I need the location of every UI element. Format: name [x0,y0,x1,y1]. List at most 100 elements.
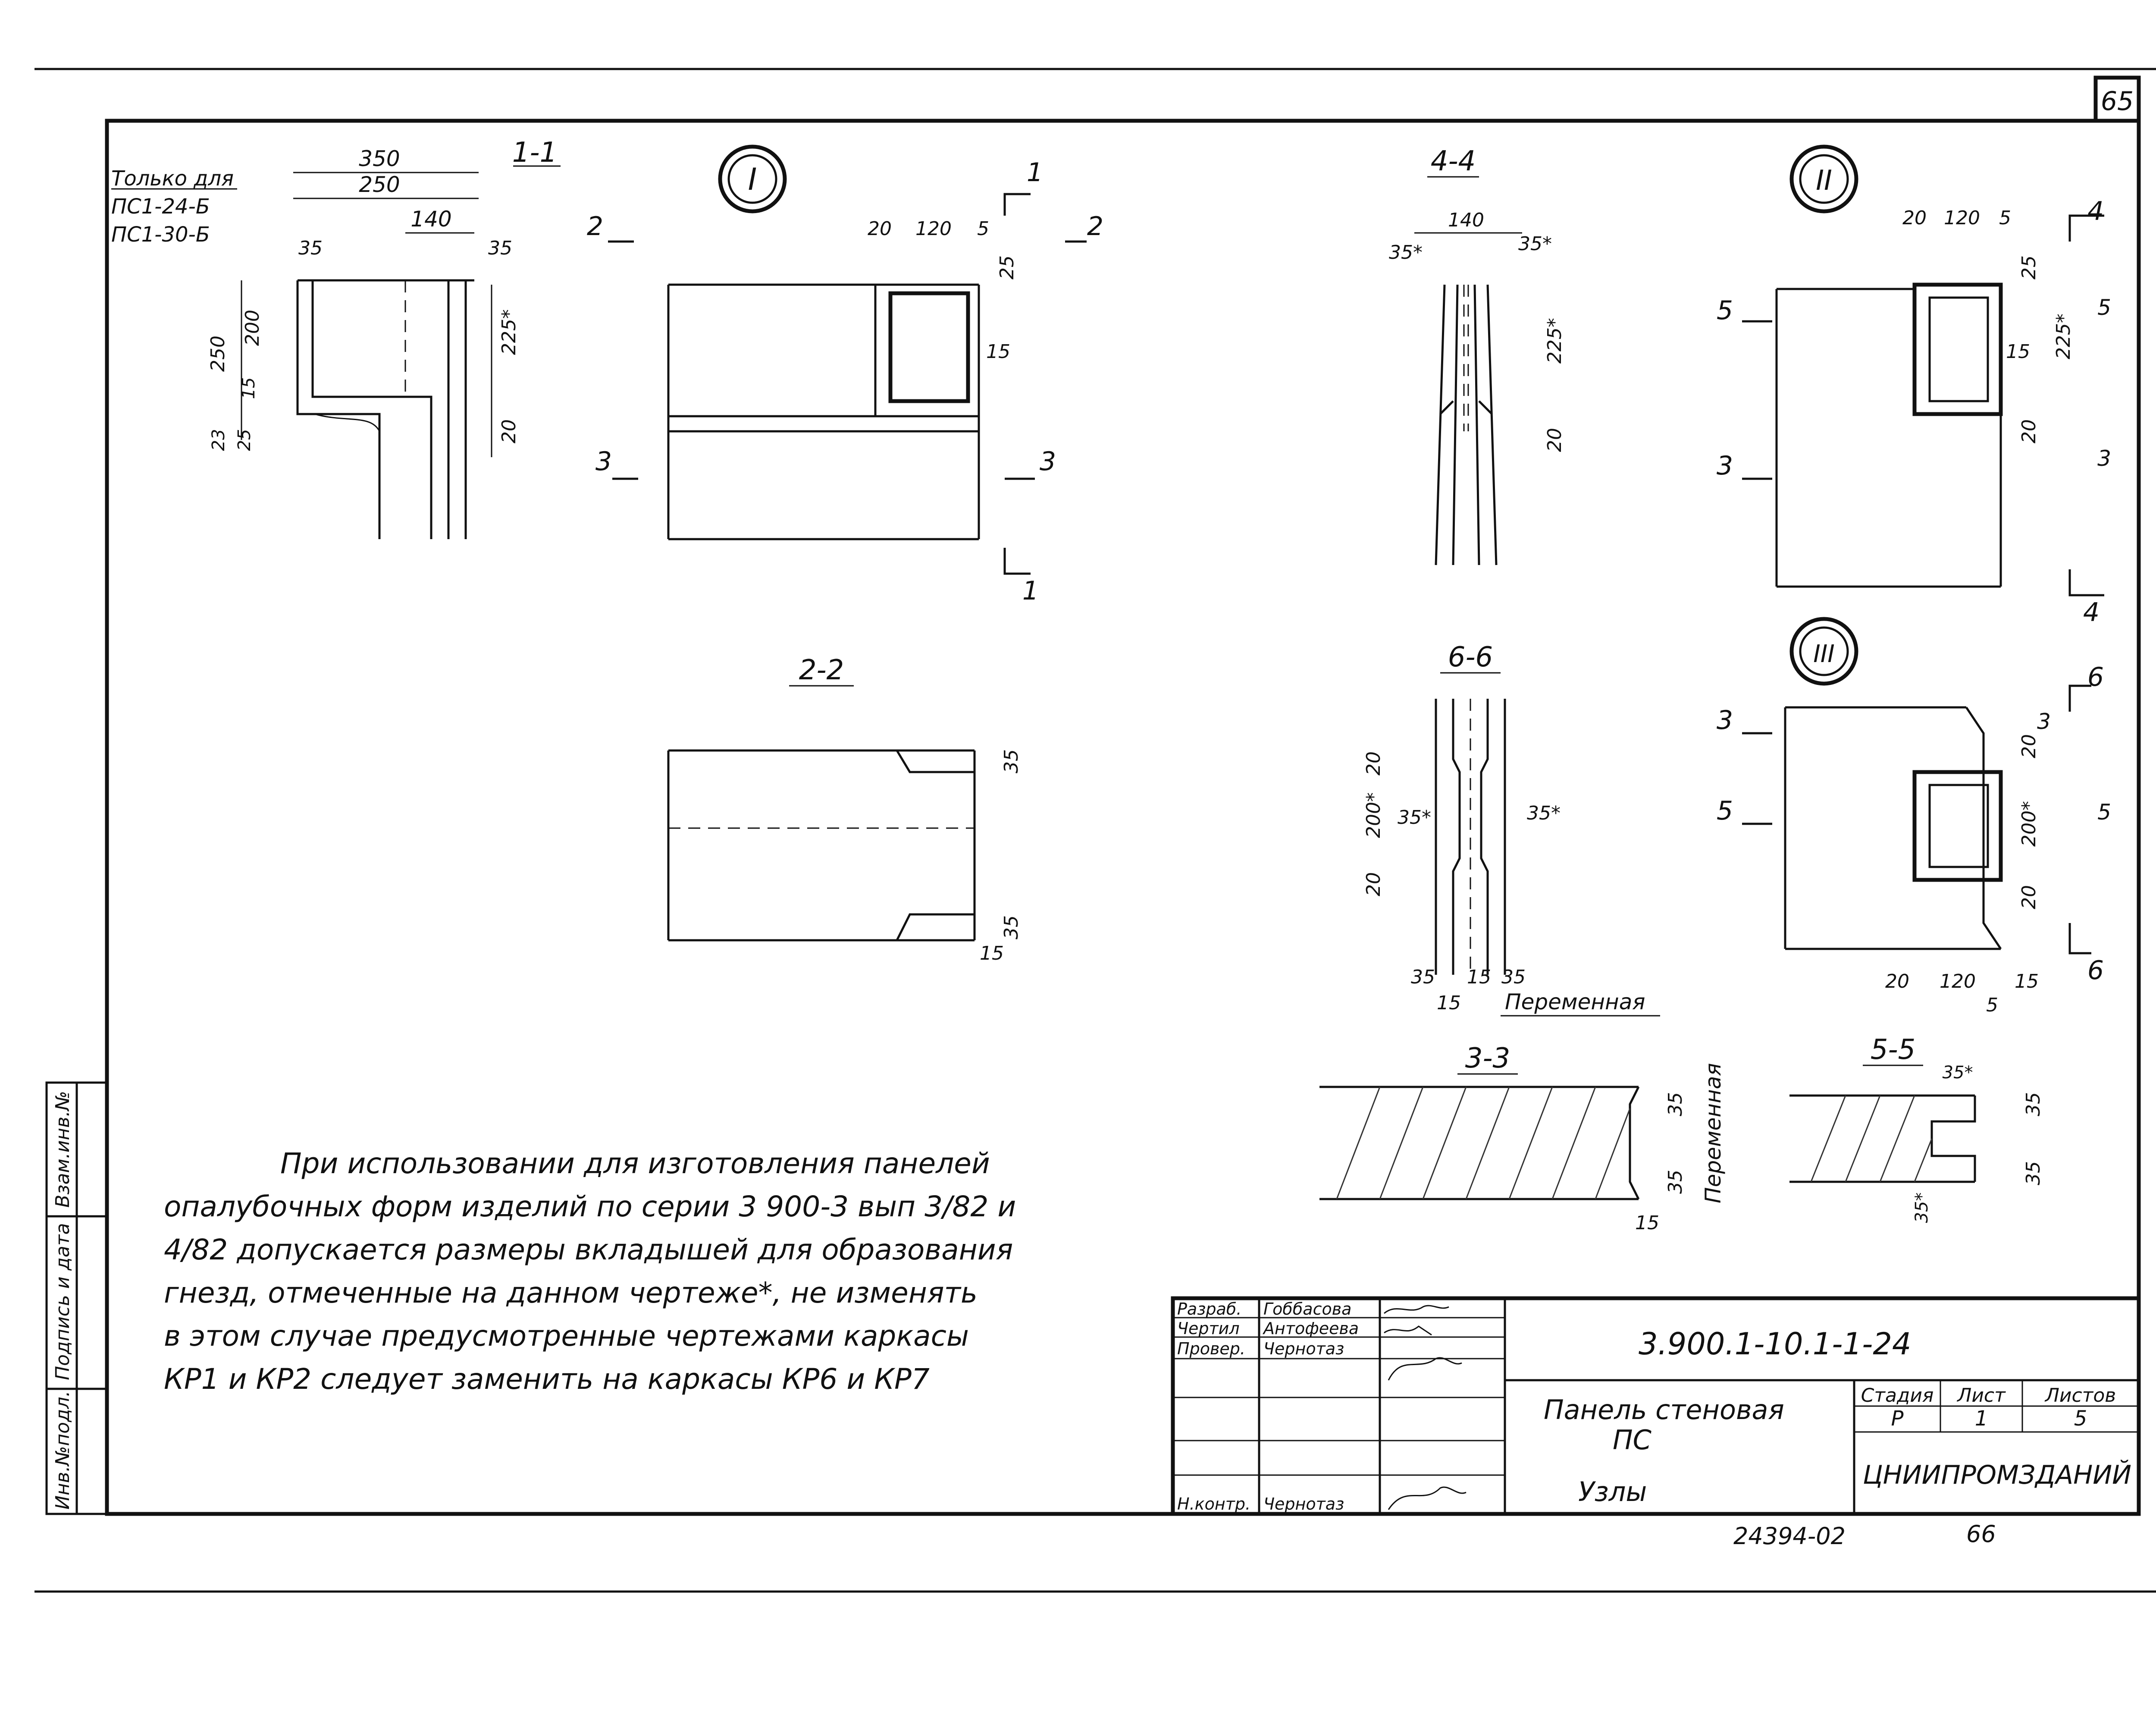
name-drafter: Антофеева [1262,1319,1359,1338]
dim-250-vert: 250 [207,336,229,372]
doc-title-line-1: Панель стеновая [1544,1394,1784,1425]
dim-15-node-II: 15 [2006,341,2030,363]
note-line-5: в этом случае предусмотренные чертежами … [164,1319,969,1353]
cut-3-left: 3 [595,446,612,477]
cut-3-right: 3 [1040,446,1056,477]
name-developer: Гоббасова [1263,1300,1351,1319]
dim-350: 350 [359,146,400,171]
cut-5-III-right: 5 [2097,800,2111,825]
general-note: При использовании для изготовления панел… [164,1147,1016,1396]
dim-35s-4-4-right: 35* [1518,233,1552,255]
section-1-1: 1-1 Только для ПС1-24-Б ПС1-30-Б 350 250… [111,137,561,539]
dim-120-node-I: 120 [915,218,952,240]
footer-page-number: 66 [1966,1520,1996,1548]
dim-23: 23 [209,429,229,451]
dim-15-vert: 15 [239,377,259,399]
node-I-circle [718,144,787,214]
dim-35-5-5-top: 35 [2022,1092,2044,1116]
cut-3-III-left: 3 [1717,705,1733,735]
note-ps1-30: ПС1-30-Б [111,223,210,247]
doc-title-line-2: ПС [1613,1424,1652,1456]
sheet-label: Лист [1956,1385,2006,1407]
dim-15-6-6: 15 [1467,966,1491,988]
node-III-label: III [1813,640,1835,668]
section-6-6: 6-6 20 200* 20 35* 35* 35 15 35 15 Перем… [1363,641,1660,1017]
cut-1-bottom: 1 [1022,576,1039,606]
note-only-for: Только для [111,166,234,191]
dim-20: 20 [498,419,520,443]
dim-20-III-h: 20 [1885,970,1909,992]
section-3-3-label: 3-3 [1465,1042,1510,1074]
dim-5-III: 5 [1986,994,1998,1016]
dim-5-node-II: 5 [1999,207,2011,229]
role-developer: Разраб. [1177,1300,1241,1319]
variable-label: Переменная [1505,989,1645,1014]
cut-1-top: 1 [1027,157,1043,188]
stage-value: Р [1891,1407,1904,1431]
dim-35s-5-5-bottom: 35* [1912,1193,1932,1223]
stage-label: Стадия [1861,1385,1934,1407]
signature-3 [1388,1357,1462,1381]
dim-200-vert: 200 [241,310,263,346]
signature-4 [1388,1486,1467,1510]
node-II-label: II [1816,165,1832,197]
sheets-value: 5 [2074,1407,2087,1431]
sheets-label: Листов [2044,1385,2116,1407]
dim-20-III-top: 20 [2018,734,2040,758]
name-norm-control: Чернотаз [1263,1495,1344,1513]
variable-label-3-3: Переменная [1701,1063,1726,1203]
dim-200s-6-6: 200* [1363,792,1385,838]
dim-25-vert: 25 [235,429,254,451]
cut-6-bottom: 6 [2087,955,2104,986]
dim-25-node-II: 25 [2018,255,2040,279]
dim-5-node-I: 5 [977,218,989,240]
dim-20-III-bottom: 20 [2018,885,2040,909]
strip-replace-inv: Взам.инв.№ [52,1091,74,1208]
role-norm-control: Н.контр. [1177,1495,1250,1513]
dim-20-node-I: 20 [868,218,892,240]
dim-15-2-2: 15 [980,942,1004,964]
dim-15-6-6-b: 15 [1437,992,1461,1014]
node-I-label: I [748,162,757,197]
dim-20-6-6-bottom: 20 [1363,872,1385,896]
section-2-2-label: 2-2 [799,654,844,686]
dim-20-node-II: 20 [1902,207,1927,229]
section-6-6-label: 6-6 [1448,641,1493,673]
note-line-4: гнезд, отмеченные на данном чертеже*, не… [164,1276,978,1309]
dim-225s-node-II: 225* [2053,314,2075,359]
dim-35s-4-4-left: 35* [1389,242,1423,264]
note-line-3: 4/82 допускается размеры вкладышей для о… [164,1233,1013,1266]
cut-4-top: 4 [2087,196,2104,226]
role-checker: Провер. [1177,1339,1245,1358]
left-side-strip: Инв.№подл. Подпись и дата Взам.инв.№ [45,1081,108,1515]
dim-35-6-6-a: 35 [1411,966,1435,988]
dim-120-III: 120 [1940,970,1976,992]
node-III: III 6 6 3 5 3 5 20 200* 20 20 120 15 5 [1717,617,2111,1016]
role-drafter: Чертил [1177,1319,1240,1338]
archive-number: 24394-02 [1733,1523,1846,1550]
doc-code: 3.900.1-10.1-1-24 [1639,1326,1911,1362]
node-I: I 2 2 1 1 3 3 20 120 5 25 15 [587,144,1103,606]
note-ps1-24: ПС1-24-Б [111,195,210,219]
dim-120-node-II: 120 [1944,207,1980,229]
cut-3-III-right: 3 [2037,709,2051,734]
dim-15-III: 15 [2015,970,2039,992]
signature-1 [1384,1305,1449,1314]
cut-2-left: 2 [587,211,603,242]
section-2-2: 2-2 35 35 15 [667,654,1022,964]
dim-200s-III: 200* [2018,801,2040,847]
dim-140-4-4: 140 [1448,209,1484,231]
note-line-2: опалубочных форм изделий по серии 3 900-… [164,1190,1016,1223]
node-III-circle [1789,617,1858,686]
page-number: 65 [2101,86,2134,116]
dim-35-6-6-b: 35 [1501,966,1526,988]
dim-35-3-3-top: 35 [1664,1092,1686,1116]
cut-5-right: 5 [2097,295,2111,320]
page-number-box [2093,75,2141,123]
dim-35-left: 35 [298,237,323,259]
cut-6-top: 6 [2087,662,2104,692]
cut-3-left-II: 3 [1717,451,1733,481]
cut-2-right: 2 [1087,211,1103,242]
cut-4-bottom: 4 [2083,597,2100,628]
signature-2 [1384,1325,1432,1336]
